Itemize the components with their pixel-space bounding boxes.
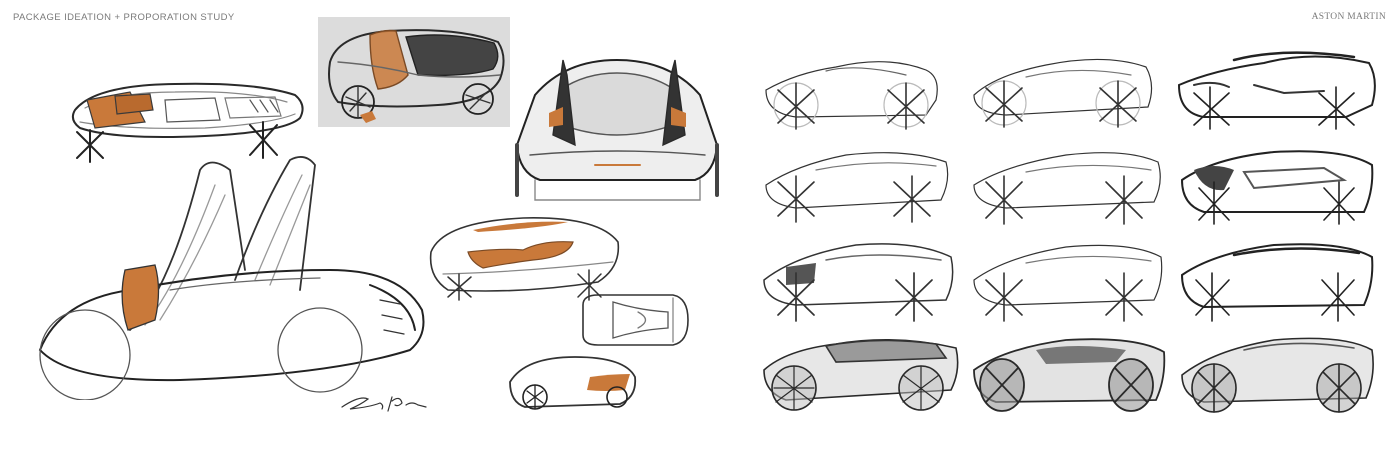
sketch-cell-r1-c3 [1174,45,1379,133]
sketch-cell-r2-c3 [1174,140,1379,228]
brand-title: ASTON MARTIN [1311,12,1386,22]
sketch-rear-view [505,55,730,205]
sketch-cell-r2-c1 [756,140,961,228]
sketch-three-quarter-glass-roof [423,212,623,302]
sketch-cell-r4-c2 [966,330,1171,418]
sketch-cell-r3-c2 [966,235,1171,323]
sketch-cell-r3-c3 [1174,235,1379,323]
proportion-study-grid [748,40,1396,435]
sketch-cell-r1-c2 [966,45,1171,133]
sketch-top-view-interior [55,70,315,165]
sketch-plan-view-small [578,290,693,350]
sketch-cell-r4-c1 [756,330,961,418]
sketch-top-view-rendered [318,17,510,127]
sketch-three-quarter-small [505,352,640,412]
sketch-cell-r3-c1 [756,235,961,323]
sketch-gullwing-side-view [30,150,430,400]
sketch-cell-r4-c3 [1174,330,1379,418]
sketch-cell-r2-c2 [966,140,1171,228]
board-title-package-ideation: PACKAGE IDEATION + PROPORATION STUDY [13,12,235,23]
sketch-cell-r1-c1 [756,45,961,133]
artist-signature [340,391,430,413]
